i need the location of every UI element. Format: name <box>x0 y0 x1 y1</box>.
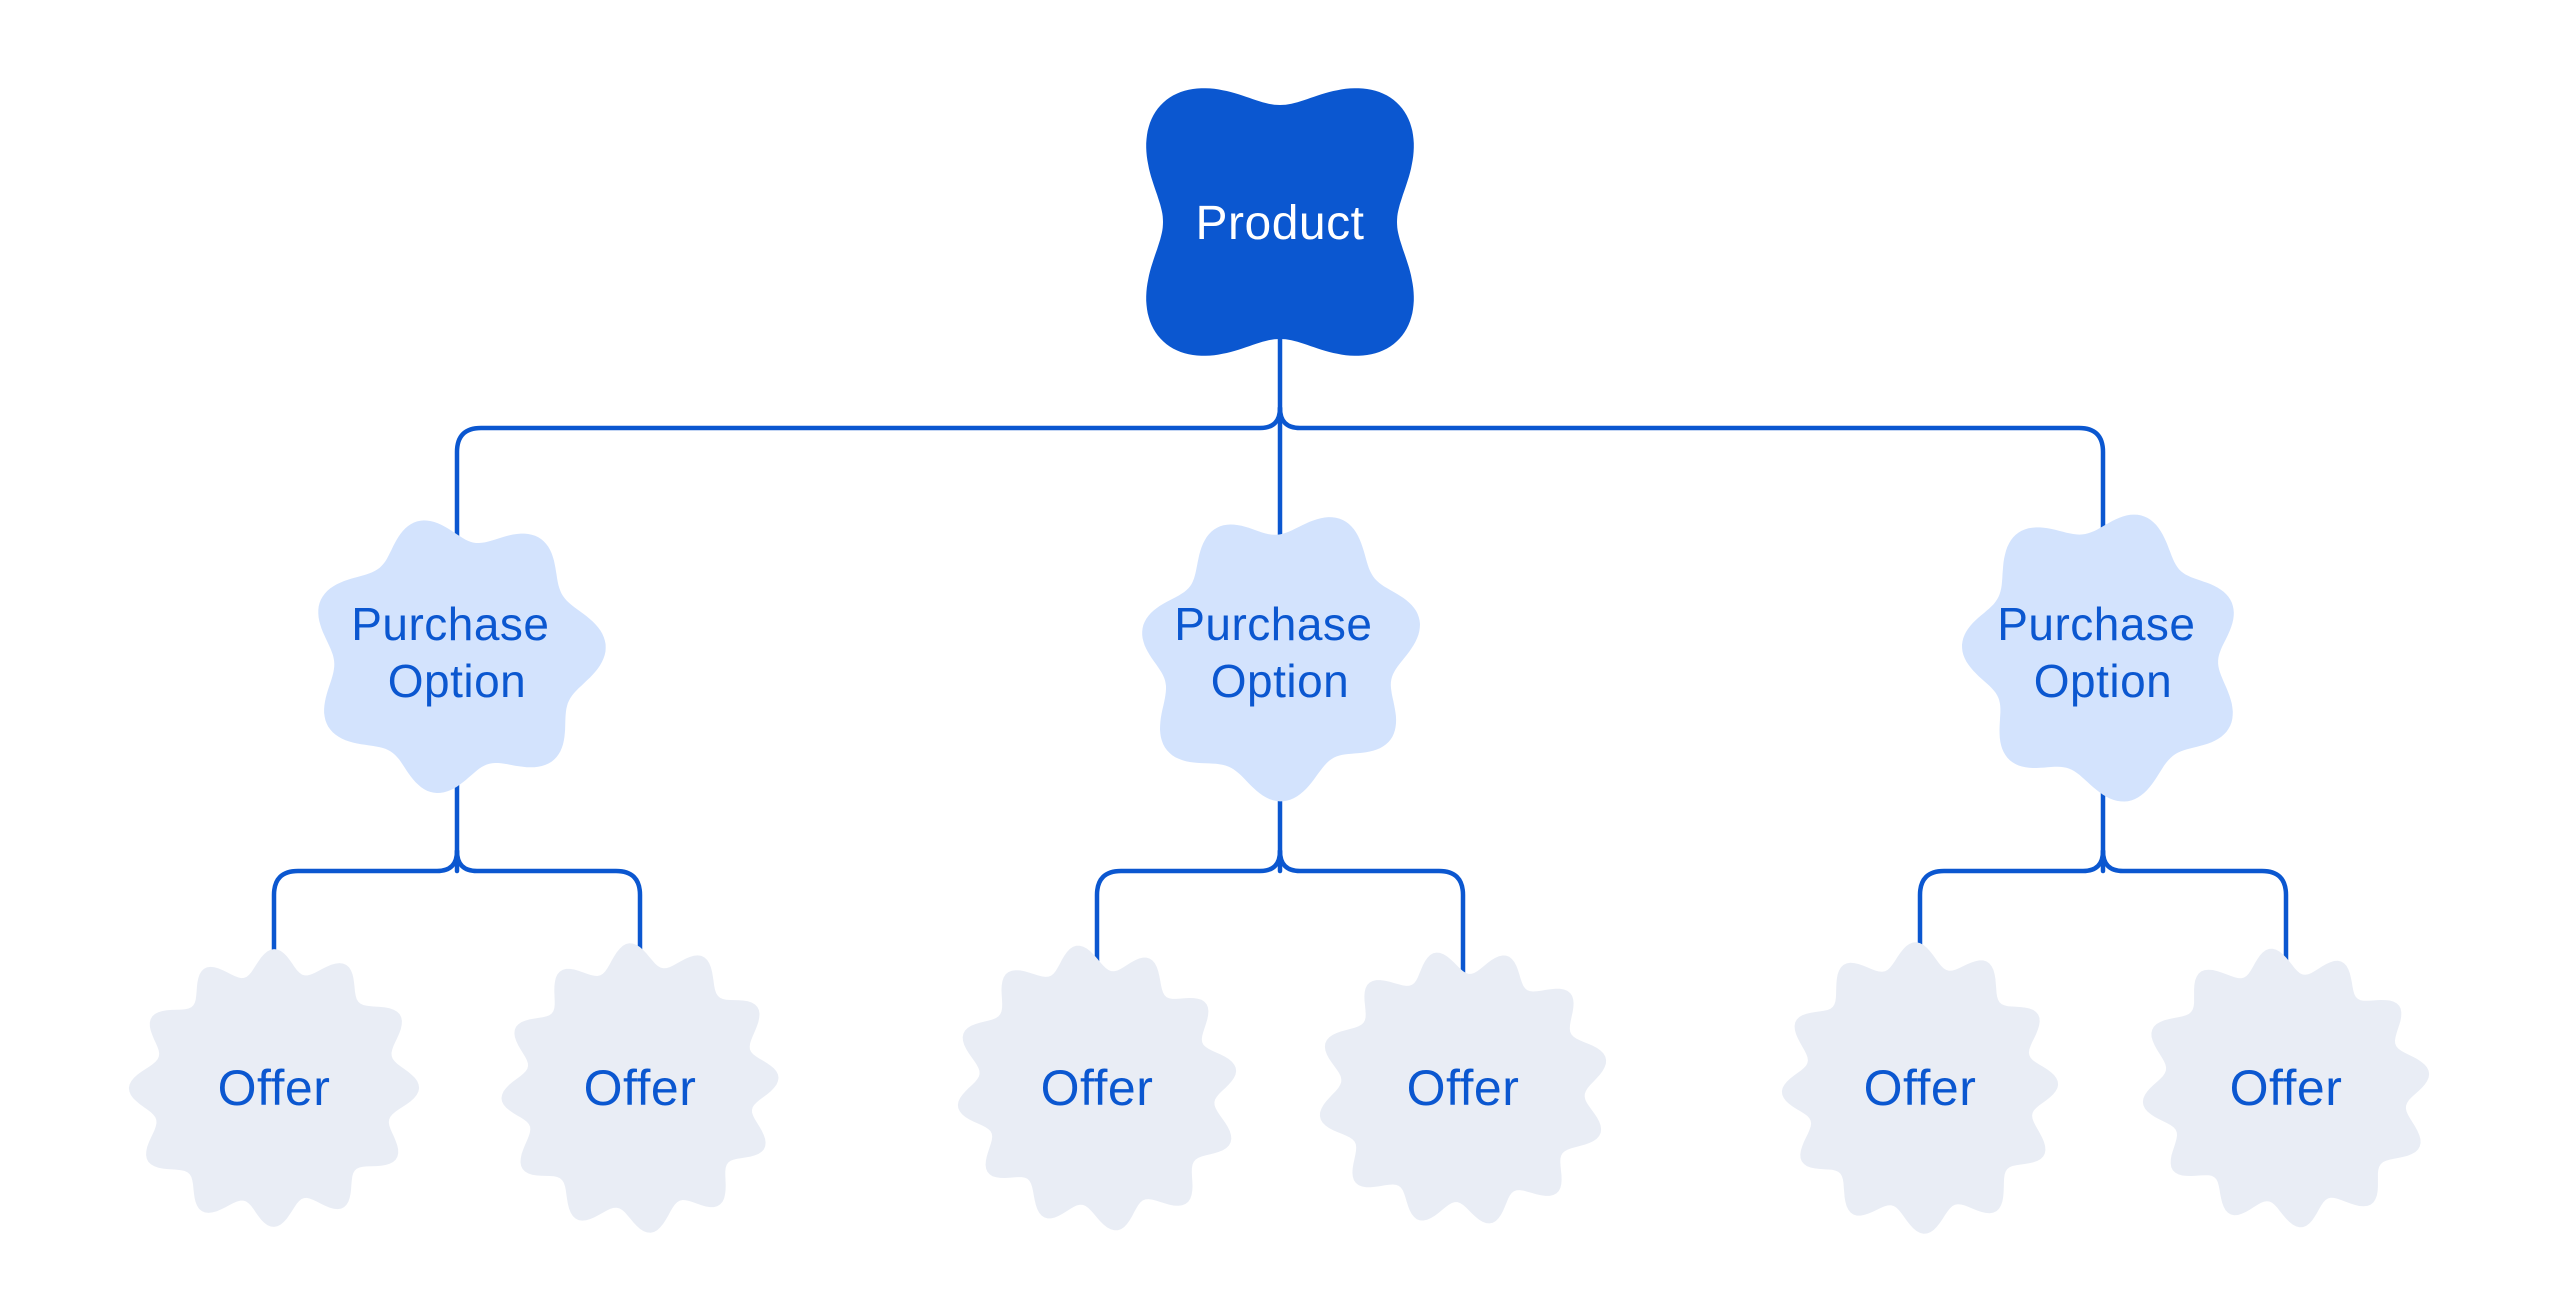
purchase-option-node-3: Purchase Option <box>1962 514 2234 802</box>
connector-main-bus-right <box>1277 405 2106 658</box>
purchase-option-label: Purchase Option <box>1174 598 1386 707</box>
connector-main-bus-left <box>454 405 1283 658</box>
offer-node-1: Offer <box>128 949 420 1227</box>
connectors <box>271 219 2289 1091</box>
purchase-option-label-line2: Option <box>388 655 527 707</box>
purchase-option-node-2: Purchase Option <box>1142 517 1420 802</box>
offer-blob-shape <box>1319 952 1607 1224</box>
offer-label: Offer <box>584 1060 697 1116</box>
purchase-option-label-line2: Option <box>2034 655 2173 707</box>
purchase-option-label: Purchase Option <box>1997 598 2209 707</box>
connector-po3-split-left <box>1917 848 2106 1091</box>
connector-po3-split-right <box>2100 848 2289 1091</box>
purchase-option-blob-shape <box>1962 514 2234 802</box>
offer-blob-shape <box>957 945 1237 1231</box>
connector-po2-split-left <box>1094 848 1283 1091</box>
product-node: Product <box>1146 88 1414 356</box>
offer-blob-shape <box>501 943 779 1233</box>
connector-po2-split-right <box>1277 848 1466 1091</box>
product-label: Product <box>1196 197 1365 250</box>
product-blob-shape <box>1146 88 1414 356</box>
offer-label: Offer <box>1407 1060 1520 1116</box>
purchase-option-label-line1: Purchase <box>1997 598 2195 650</box>
offer-label: Offer <box>218 1060 331 1116</box>
purchase-option-label-line1: Purchase <box>351 598 549 650</box>
offer-blob-shape <box>1781 942 2059 1234</box>
connector-po1-split-left <box>271 848 460 1091</box>
purchase-option-node-1: Purchase Option <box>318 520 606 793</box>
offer-label: Offer <box>1041 1060 1154 1116</box>
offer-blob-shape <box>128 949 420 1227</box>
offer-node-2: Offer <box>501 943 779 1233</box>
offer-node-4: Offer <box>1319 952 1607 1224</box>
purchase-option-label-line2: Option <box>1211 655 1350 707</box>
offer-node-6: Offer <box>2142 948 2430 1228</box>
offer-label: Offer <box>1864 1060 1977 1116</box>
purchase-option-label: Purchase Option <box>351 598 563 707</box>
offer-node-5: Offer <box>1781 942 2059 1234</box>
purchase-option-blob-shape <box>1142 517 1420 802</box>
offer-label: Offer <box>2230 1060 2343 1116</box>
offer-blob-shape <box>2142 948 2430 1228</box>
offer-node-3: Offer <box>957 945 1237 1231</box>
purchase-option-label-line1: Purchase <box>1174 598 1372 650</box>
connector-po1-split-right <box>454 848 643 1091</box>
purchase-option-blob-shape <box>318 520 606 793</box>
